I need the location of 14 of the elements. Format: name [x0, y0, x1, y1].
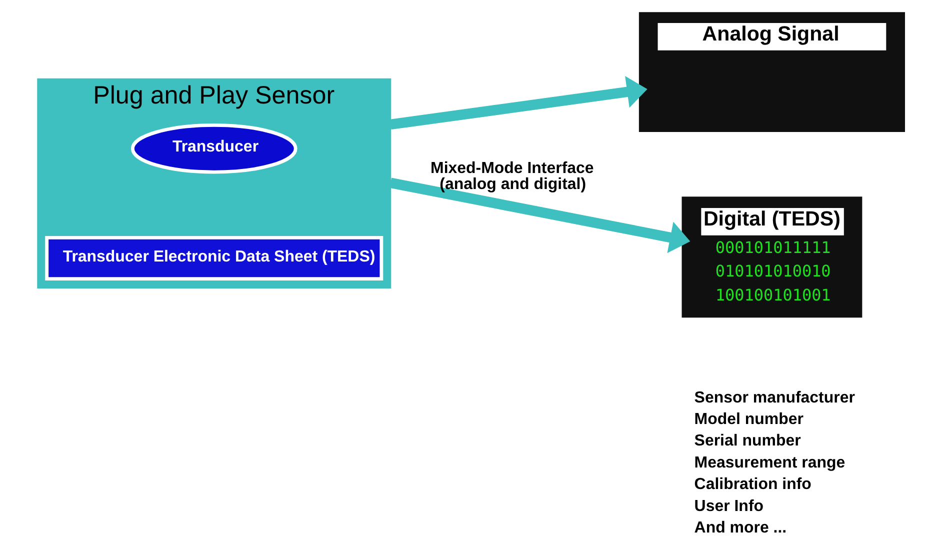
arrow	[389, 178, 690, 254]
label: Model number	[694, 411, 803, 428]
node-box: Analog Signal	[638, 12, 904, 132]
node-box: Digital (TEDS) 000101011111 010101010010 100100101001	[681, 196, 862, 318]
node-ellipse: Transducer	[130, 123, 297, 174]
arrow	[389, 76, 647, 130]
label: Calibration info	[694, 476, 811, 494]
node-box: Transducer Electronic Data Sheet (TEDS)	[44, 236, 383, 280]
label: Serial number	[694, 432, 800, 450]
label: Sensor manufacturer	[694, 389, 854, 406]
label: Measurement range	[694, 454, 845, 472]
edge-label: Mixed-Mode Interface (analog and digital)	[430, 160, 594, 193]
label: And more ...	[694, 520, 786, 537]
label: User Info	[694, 498, 764, 515]
